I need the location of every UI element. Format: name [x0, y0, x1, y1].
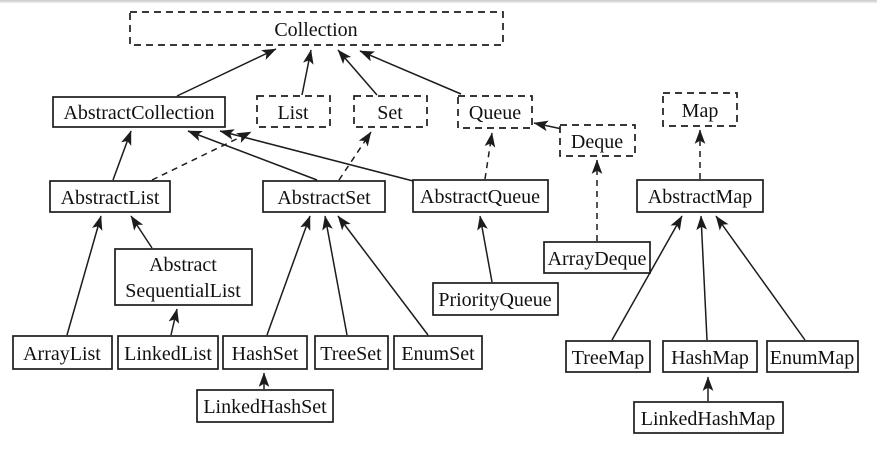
node-collection: Collection	[129, 11, 504, 46]
queue-box	[457, 95, 533, 129]
tree-set-box	[314, 335, 389, 370]
node-abstract-queue: AbstractQueue	[412, 179, 549, 213]
edge-hashset-extends-abstractset	[266, 215, 311, 336]
node-abstract-list: AbstractList	[49, 180, 171, 213]
set-label: Set	[377, 102, 403, 124]
queue-label: Queue	[469, 102, 521, 124]
enum-set-box	[393, 335, 483, 370]
node-abstract-collection: AbstractCollection	[52, 96, 226, 128]
node-linked-hash-set: LinkedHashSet	[196, 389, 334, 423]
collection-label: Collection	[274, 19, 357, 41]
hash-map-box	[662, 340, 758, 373]
tree-set-label: TreeSet	[320, 343, 382, 365]
edge-abstractqueue-implements-queue	[484, 132, 496, 180]
edge-abstractlist-implements-list	[151, 131, 252, 181]
array-list-box	[12, 335, 113, 370]
edge-priorityqueue-extends-abstractqueue	[477, 215, 493, 283]
node-abstract-map: AbstractMap	[636, 179, 764, 213]
node-linked-list: LinkedList	[117, 335, 219, 370]
hash-set-box	[222, 335, 308, 370]
abstract-map-box	[636, 179, 764, 213]
node-set: Set	[353, 95, 428, 128]
edge-list-extends-collection	[301, 49, 314, 96]
edge-linkedlist-extends-abstractsequentiallist	[168, 308, 180, 336]
node-deque: Deque	[559, 124, 636, 157]
linked-hash-set-label: LinkedHashSet	[203, 396, 327, 418]
edge-enumset-extends-abstractset	[337, 215, 429, 336]
enum-map-box	[766, 340, 859, 373]
node-hash-set: HashSet	[222, 335, 308, 370]
top-border	[0, 0, 877, 3]
linked-hash-set-box	[196, 389, 334, 423]
tree-map-label: TreeMap	[572, 347, 645, 369]
abstract-sequential-list-box	[114, 248, 253, 306]
abstract-collection-label: AbstractCollection	[63, 102, 214, 124]
hash-set-label: HashSet	[232, 343, 299, 365]
abstract-queue-box	[412, 179, 549, 213]
node-abstract-set: AbstractSet	[262, 180, 386, 213]
node-queue: Queue	[457, 95, 533, 129]
edge-abstractqueue-extends-abstractcollection	[219, 129, 418, 183]
edge-enummap-extends-abstractmap	[715, 215, 806, 341]
node-tree-set: TreeSet	[314, 335, 389, 370]
edge-abstractlist-extends-abstractcollection	[112, 130, 132, 181]
tree-map-box	[565, 340, 651, 373]
priority-queue-box	[432, 282, 559, 316]
set-box	[353, 95, 428, 128]
edges	[66, 48, 806, 401]
abstract-list-box	[49, 180, 171, 213]
linked-hash-map-box	[633, 401, 784, 434]
edge-abstractset-implements-set	[338, 131, 372, 181]
linked-list-box	[117, 335, 219, 370]
abstract-collection-box	[52, 96, 226, 128]
edge-abstractcollection-implements-collection	[176, 48, 277, 97]
map-box	[662, 92, 738, 127]
map-label: Map	[682, 100, 719, 122]
abstract-sequential-list-label-line1: Abstract	[149, 254, 217, 276]
node-abstract-sequential-list: Abstract SequentialList	[114, 248, 253, 306]
linked-list-label: LinkedList	[124, 343, 212, 365]
edge-treeset-extends-abstractset	[322, 215, 348, 336]
array-deque-label: ArrayDeque	[548, 248, 647, 270]
node-hash-map: HashMap	[662, 340, 758, 373]
node-priority-queue: PriorityQueue	[432, 282, 559, 316]
edge-treemap-extends-abstractmap	[611, 215, 683, 341]
list-box	[256, 95, 331, 128]
node-list: List	[256, 95, 331, 128]
enum-map-label: EnumMap	[770, 347, 854, 369]
node-enum-set: EnumSet	[393, 335, 483, 370]
array-deque-box	[543, 241, 651, 274]
abstract-sequential-list-label-line2: SequentialList	[125, 280, 241, 302]
edge-queue-extends-collection	[359, 50, 462, 95]
edge-abstractsequentiallist-extends-abstractlist	[130, 215, 153, 249]
edge-abstractset-extends-abstractcollection	[187, 130, 318, 181]
hash-map-label: HashMap	[671, 347, 749, 369]
edge-set-extends-collection	[337, 49, 378, 96]
node-linked-hash-map: LinkedHashMap	[633, 401, 784, 434]
linked-hash-map-label: LinkedHashMap	[641, 408, 775, 430]
edge-arraylist-extends-abstractlist	[66, 215, 103, 336]
abstract-map-label: AbstractMap	[648, 186, 752, 208]
edge-deque-extends-queue	[533, 120, 563, 132]
node-tree-map: TreeMap	[565, 340, 651, 373]
edge-hashmap-extends-abstractmap	[696, 215, 708, 341]
enum-set-label: EnumSet	[401, 343, 475, 365]
node-array-deque: ArrayDeque	[543, 241, 651, 274]
abstract-queue-label: AbstractQueue	[420, 186, 540, 208]
abstract-set-label: AbstractSet	[277, 187, 371, 209]
node-array-list: ArrayList	[12, 335, 113, 370]
node-enum-map: EnumMap	[766, 340, 859, 373]
abstract-set-box	[262, 180, 386, 213]
node-map: Map	[662, 92, 738, 127]
deque-box	[559, 124, 636, 157]
array-list-label: ArrayList	[23, 343, 101, 365]
collection-box	[129, 11, 504, 46]
priority-queue-label: PriorityQueue	[438, 289, 551, 311]
deque-label: Deque	[571, 131, 623, 153]
list-label: List	[277, 102, 309, 124]
abstract-list-label: AbstractList	[61, 187, 160, 209]
